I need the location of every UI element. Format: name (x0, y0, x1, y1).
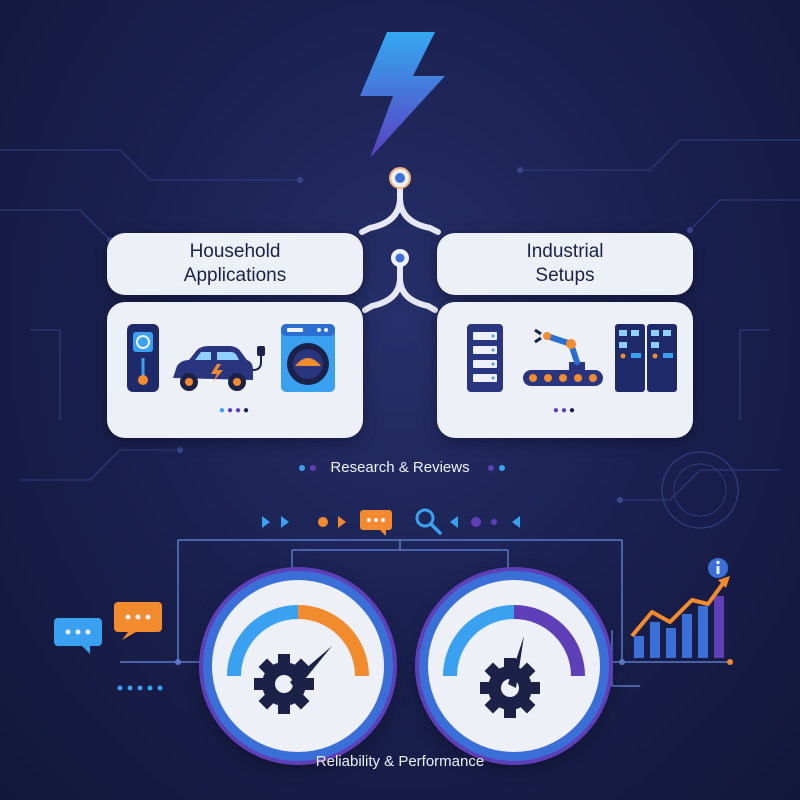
performance-gauge (419, 571, 609, 761)
gauge-needle (290, 646, 332, 690)
electric-car-icon (173, 346, 265, 391)
industrial-setups-title: Industrial Setups (526, 241, 604, 286)
industrial-more-dots: ●●● (552, 405, 578, 416)
industrial-icons-card: ●●● (437, 302, 693, 438)
gear-icon (480, 658, 540, 718)
chat-bubble-orange-icon (114, 602, 162, 640)
chat-bubble-blue-icon (54, 618, 102, 654)
industrial-setups-card: Industrial Setups (437, 233, 693, 295)
washing-machine-icon (281, 324, 335, 392)
control-panel-icon (615, 324, 677, 392)
lightning-bolt-icon (360, 32, 445, 158)
gauge-needle (508, 636, 524, 688)
reliability-gauge (203, 571, 393, 761)
growth-chart-icon (630, 558, 730, 658)
thermostat-icon (127, 324, 159, 392)
research-reviews-label: Research & Reviews (330, 459, 470, 476)
reliability-performance-label: Reliability & Performance (315, 753, 485, 770)
household-more-dots: ●●●● (218, 405, 252, 416)
household-icons-card: ●●●● (107, 302, 363, 438)
household-applications-card: Household Applications (107, 233, 363, 295)
robotic-arm-conveyor-icon (523, 328, 603, 386)
server-rack-icon (467, 324, 503, 392)
info-icon (708, 558, 728, 578)
gear-icon (254, 654, 314, 714)
household-applications-title: Household Applications (183, 241, 287, 286)
